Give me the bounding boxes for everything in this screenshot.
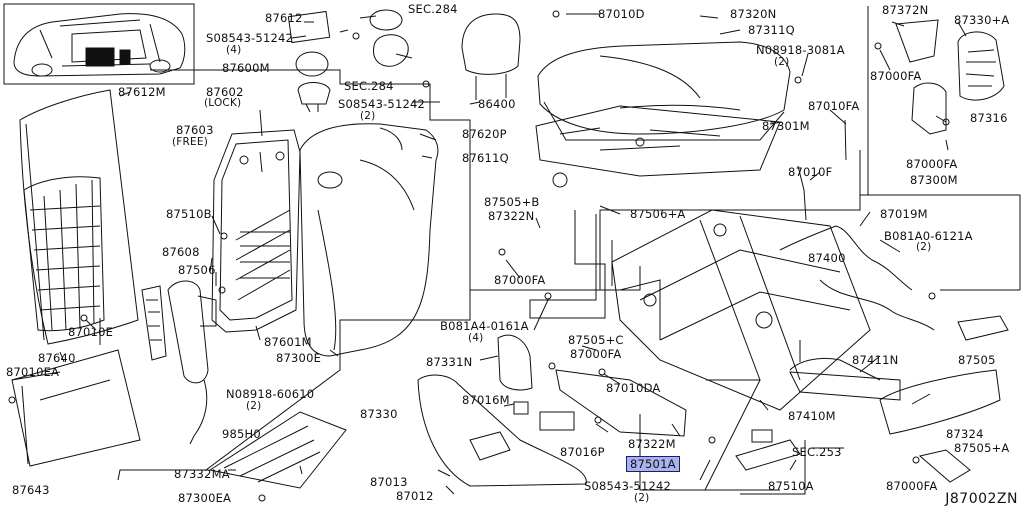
part-label-87505-a[interactable]: 87505+A: [954, 441, 1010, 455]
nut-label-n08918-bottom[interactable]: N08918-60610: [226, 387, 315, 401]
part-label-87505[interactable]: 87505: [958, 353, 996, 367]
part-label-87330-a[interactable]: 87330+A: [954, 13, 1010, 27]
seat-back-frame: [212, 130, 300, 332]
quantity-label: (2): [916, 241, 932, 253]
highlighted-seat-location: [86, 48, 114, 66]
part-label-87602[interactable]: 87602: [206, 85, 244, 99]
part-label-87000fa[interactable]: 87000FA: [570, 347, 622, 361]
part-label-87505-b[interactable]: 87505+B: [484, 195, 540, 209]
part-label-87010fa[interactable]: 87010FA: [808, 99, 860, 113]
seat-cushion-frame: [536, 106, 780, 187]
variant-label-free: (FREE): [172, 136, 208, 148]
part-label-87301m[interactable]: 87301M: [762, 119, 810, 133]
seat-side-shield: [418, 375, 586, 486]
nut-label-n08918-top[interactable]: N08918-3081A: [756, 43, 845, 57]
part-label-87322n[interactable]: 87322N: [488, 209, 535, 223]
part-label-87000fa[interactable]: 87000FA: [886, 479, 938, 493]
seat-back-lower-trim: [12, 350, 140, 466]
part-label-87320n[interactable]: 87320N: [730, 7, 777, 21]
bolt-label-b081a4[interactable]: B081A4-0161A: [440, 319, 529, 333]
seat-rail-frame: [612, 210, 870, 410]
part-label-87010da[interactable]: 87010DA: [606, 381, 661, 395]
part-label-86400[interactable]: 86400: [478, 97, 516, 111]
seat-back-mesh: [24, 177, 104, 331]
part-label-87012[interactable]: 87012: [396, 489, 434, 503]
part-label-87010f[interactable]: 87010F: [788, 165, 833, 179]
diagram-code: J87002ZN: [945, 491, 1018, 507]
part-label-87010d[interactable]: 87010D: [598, 7, 645, 21]
section-ref-sec253[interactable]: SEC.253: [792, 445, 842, 459]
quantity-label: (2): [774, 56, 790, 68]
part-label-87000fa[interactable]: 87000FA: [870, 69, 922, 83]
section-ref-sec284-top[interactable]: SEC.284: [408, 2, 458, 16]
part-label-87300ea[interactable]: 87300EA: [178, 491, 232, 505]
seat-cushion: [538, 42, 790, 140]
part-label-87608[interactable]: 87608: [162, 245, 200, 259]
part-label-87411n[interactable]: 87411N: [852, 353, 899, 367]
part-label-87300e[interactable]: 87300E: [276, 351, 322, 365]
part-label-87324[interactable]: 87324: [946, 427, 984, 441]
part-label-87640[interactable]: 87640: [38, 351, 76, 365]
part-label-87505-c[interactable]: 87505+C: [568, 333, 624, 347]
quantity-label: (2): [360, 110, 376, 122]
part-label-87506-a[interactable]: 87506+A: [630, 207, 686, 221]
part-label-87501a-highlighted[interactable]: 87501A: [626, 456, 680, 472]
quantity-label: (4): [226, 44, 242, 56]
section-ref-sec284-mid[interactable]: SEC.284: [344, 79, 394, 93]
part-label-87510b[interactable]: 87510B: [166, 207, 212, 221]
part-label-87612m[interactable]: 87612M: [118, 85, 166, 99]
headrest: [462, 14, 520, 100]
quantity-label: (2): [634, 492, 650, 504]
screw-label-s08543-top[interactable]: S08543-51242: [206, 31, 294, 45]
variant-label-lock: (LOCK): [204, 97, 242, 109]
part-label-87331n[interactable]: 87331N: [426, 355, 473, 369]
part-label-87603[interactable]: 87603: [176, 123, 214, 137]
part-label-87322m[interactable]: 87322M: [628, 437, 676, 451]
part-label-87620p[interactable]: 87620P: [462, 127, 507, 141]
part-label-87010e[interactable]: 87010E: [68, 325, 114, 339]
part-label-87311q[interactable]: 87311Q: [748, 23, 795, 37]
part-label-87612[interactable]: 87612: [265, 11, 303, 25]
screw-label-s08543-mid[interactable]: S08543-51242: [338, 97, 426, 111]
part-label-87019m[interactable]: 87019M: [880, 207, 928, 221]
part-label-87506[interactable]: 87506: [178, 263, 216, 277]
part-label-87600m[interactable]: 87600M: [222, 61, 270, 75]
quantity-label: (4): [468, 332, 484, 344]
vehicle-locator-thumbnail: [4, 4, 194, 84]
seat-back-cushion: [300, 124, 438, 356]
part-label-87330[interactable]: 87330: [360, 407, 398, 421]
part-label-87510a[interactable]: 87510A: [768, 479, 814, 493]
part-label-87010ea[interactable]: 87010EA: [6, 365, 60, 379]
part-label-87016p[interactable]: 87016P: [560, 445, 605, 459]
screw-label-s08543-bottom[interactable]: S08543-51242: [584, 479, 672, 493]
quantity-label: (2): [246, 400, 262, 412]
part-label-985h0[interactable]: 985H0: [222, 427, 261, 441]
part-label-87410m[interactable]: 87410M: [788, 409, 836, 423]
part-label-87611q[interactable]: 87611Q: [462, 151, 509, 165]
part-label-87013[interactable]: 87013: [370, 475, 408, 489]
part-label-87016m[interactable]: 87016M: [462, 393, 510, 407]
part-label-87372n[interactable]: 87372N: [882, 3, 929, 17]
part-label-87300m[interactable]: 87300M: [910, 173, 958, 187]
part-label-87601m[interactable]: 87601M: [264, 335, 312, 349]
part-label-87643[interactable]: 87643: [12, 483, 50, 497]
part-label-87316[interactable]: 87316: [970, 111, 1008, 125]
bolt-label-b081a0[interactable]: B081A0-6121A: [884, 229, 973, 243]
part-label-87000fa[interactable]: 87000FA: [906, 157, 958, 171]
part-label-87000fa[interactable]: 87000FA: [494, 273, 546, 287]
part-label-87400[interactable]: 87400: [808, 251, 846, 265]
part-label-87332ma[interactable]: 87332MA: [174, 467, 230, 481]
